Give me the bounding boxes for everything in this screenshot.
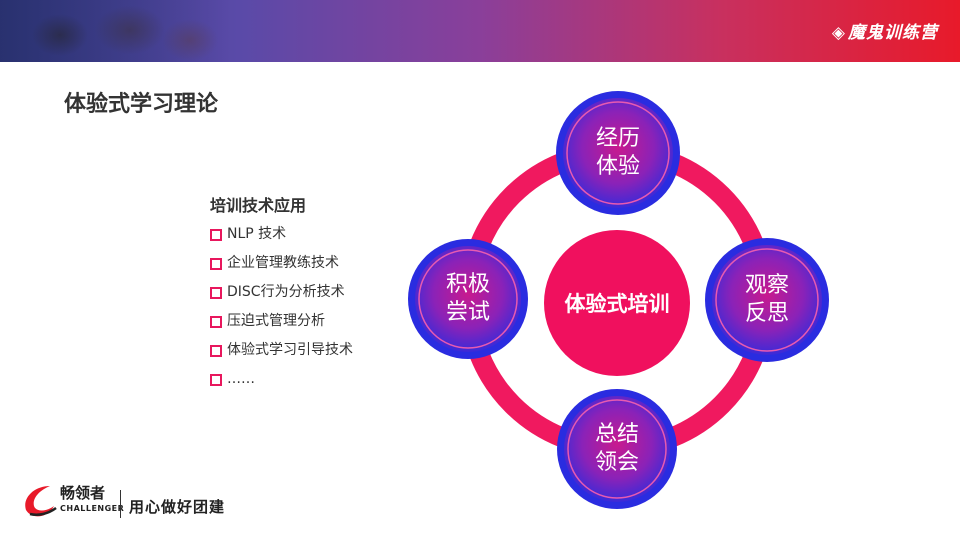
node-right-line1: 观察 [744,273,789,298]
node-bottom-label: 总结 领会 [567,421,667,477]
list-item: …… [210,371,390,388]
square-bullet-icon [210,345,222,357]
node-bottom-line1: 总结 [594,422,639,447]
logo-english-name: CHALLENGER [60,504,125,513]
node-left-line2: 尝试 [445,300,490,325]
square-bullet-icon [210,258,222,270]
square-bullet-icon [210,374,222,386]
node-top [556,91,680,215]
node-top-label: 经历 体验 [568,125,668,181]
list-item-text: 企业管理教练技术 [227,255,339,271]
node-top-line1: 经历 [595,126,640,151]
node-top-line2: 体验 [595,154,640,179]
logo-swoosh-icon [25,486,57,517]
brand-mark-icon: ◈ [831,23,846,43]
list-item-text: 压迫式管理分析 [227,313,325,329]
footer-divider [120,490,121,518]
technique-list: 培训技术应用 NLP 技术 企业管理教练技术 DISC行为分析技术 压迫式管理分… [210,192,390,400]
logo-chinese-name: 畅领者 [60,484,106,502]
center-circle [544,230,690,376]
company-logo: 畅领者 CHALLENGER [20,480,140,522]
banner-photo [0,0,230,62]
list-item: DISC行为分析技术 [210,284,390,301]
square-bullet-icon [210,316,222,328]
square-bullet-icon [210,229,222,241]
cycle-diagram-graphic [408,91,829,509]
cycle-diagram: 体验式培训 经历 体验 观察 反思 总结 领会 积极 尝试 [400,80,860,520]
list-item: 压迫式管理分析 [210,313,390,330]
node-left [408,239,528,359]
brand-tag: ◈魔鬼训练营 [832,18,938,43]
header-banner: ◈魔鬼训练营 [0,0,960,62]
list-item-text: …… [227,371,255,387]
node-right-label: 观察 反思 [717,272,817,328]
list-item-text: DISC行为分析技术 [227,284,345,300]
node-bottom-line2: 领会 [594,450,639,475]
node-left-line1: 积极 [445,272,490,297]
page-title: 体验式学习理论 [64,92,219,117]
list-item: 体验式学习引导技术 [210,342,372,359]
brand-tag-text: 魔鬼训练营 [848,23,938,43]
list-item: 企业管理教练技术 [210,255,390,272]
node-bottom [557,389,677,509]
footer-slogan: 用心做好团建 [129,498,226,516]
node-right [705,238,829,362]
node-right-line2: 反思 [744,301,789,326]
node-left-label: 积极 尝试 [418,271,518,327]
center-label: 体验式培训 [564,292,670,316]
list-heading: 培训技术应用 [210,196,307,215]
list-item-text: 体验式学习引导技术 [227,342,353,358]
list-item-text: NLP 技术 [227,226,287,242]
square-bullet-icon [210,287,222,299]
list-item: NLP 技术 [210,226,390,243]
